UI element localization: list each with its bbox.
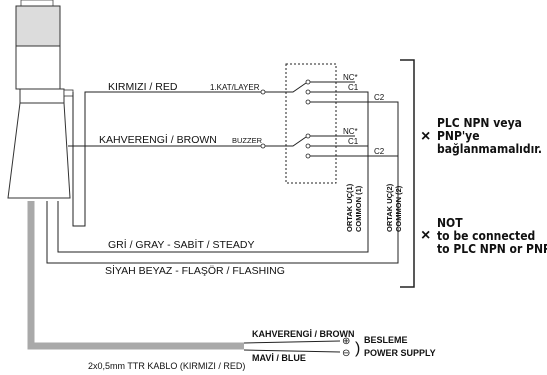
grey-cable — [27, 201, 244, 350]
relay1-c1-terminal — [305, 89, 311, 95]
warning-mark-en: × — [421, 227, 430, 244]
red-wire-label: KIRMIZI / RED — [108, 81, 178, 93]
gray-wire — [57, 164, 369, 253]
cable-label: 2x0,5mm TTR KABLO (KIRMIZI / RED) — [88, 361, 245, 371]
warning-en-line2: to be connected — [437, 229, 535, 243]
relay2-c2-terminal — [305, 153, 311, 159]
common1-label-en: COMMON (1) — [354, 185, 363, 232]
common1-label-tr: ORTAK UÇ(1) — [345, 183, 354, 232]
relay2-nc-terminal — [305, 133, 311, 139]
relay2-arm — [263, 136, 307, 147]
relay1-arm — [262, 82, 307, 93]
relay1-nc-terminal — [305, 79, 311, 85]
tower-cap — [20, 0, 54, 7]
warning-tr-line1: PLC NPN veya — [437, 116, 522, 130]
common1-label-group: ORTAK UÇ(1) COMMON (1) — [345, 183, 363, 232]
relay2-nc-label: NC* — [343, 127, 358, 136]
relay2-c1-label: C1 — [348, 137, 359, 146]
supply-blue-label: MAVİ / BLUE — [252, 353, 306, 363]
warning-tr-line3: bağlanmamalıdır. — [437, 142, 542, 156]
relay2-input-node — [260, 143, 266, 149]
relay2-c1-terminal — [305, 143, 311, 149]
relay1-input-node — [260, 89, 266, 95]
relay1-c2-line — [310, 101, 399, 164]
common2-label-en: COMMON (2) — [394, 185, 403, 232]
wires — [46, 91, 399, 264]
layer-tag: 1.KAT/LAYER — [210, 83, 260, 92]
tower-light-section — [15, 45, 61, 90]
relay1-c1-label: C1 — [348, 83, 359, 92]
tower-side-tab — [63, 89, 74, 97]
buzzer-tag: BUZZER — [232, 136, 263, 145]
common2-label-group: ORTAK UÇ(2) COMMON (2) — [385, 183, 403, 232]
supply-plus-symbol: ⊕ — [342, 336, 350, 347]
black-white-wire — [46, 164, 399, 264]
tower-base — [7, 102, 71, 199]
warning-mark-tr: × — [421, 128, 430, 145]
supply-brown-label: KAHVERENGİ / BROWN — [252, 329, 355, 339]
relay1-c2-terminal — [305, 99, 311, 105]
black-white-wire-label: SİYAH BEYAZ - FLAŞÖR / FLASHING — [105, 264, 285, 277]
signal-tower — [7, 0, 74, 199]
bracket — [400, 59, 415, 288]
relay-box — [260, 63, 399, 184]
supply-brown-wire — [243, 340, 341, 344]
relay1-c2-label: C2 — [374, 93, 385, 102]
warning-tr-line2: PNP'ye — [437, 129, 480, 143]
supply-label-tr: BESLEME — [364, 335, 408, 345]
warning-en-line1: NOT — [437, 216, 463, 230]
supply-brace: ) — [355, 340, 360, 357]
brown-wire-label: KAHVERENGİ / BROWN — [99, 133, 217, 146]
supply-label-en: POWER SUPPLY — [364, 348, 436, 358]
relay-dashed-outline — [285, 63, 337, 184]
tower-collar — [19, 88, 65, 104]
gray-wire-label: GRİ / GRAY - SABİT / STEADY — [108, 238, 254, 251]
warning-en-line3: to PLC NPN or PNP — [437, 242, 547, 256]
common2-label-tr: ORTAK UÇ(2) — [385, 183, 394, 232]
relay1-nc-label: NC* — [343, 73, 358, 82]
supply-blue-wire — [243, 349, 341, 353]
tower-top-section — [15, 5, 61, 47]
red-wire — [72, 91, 262, 227]
relay1-c1-line — [310, 91, 369, 164]
relay2-c2-label: C2 — [374, 147, 385, 156]
supply-minus-symbol: ⊖ — [342, 348, 350, 359]
